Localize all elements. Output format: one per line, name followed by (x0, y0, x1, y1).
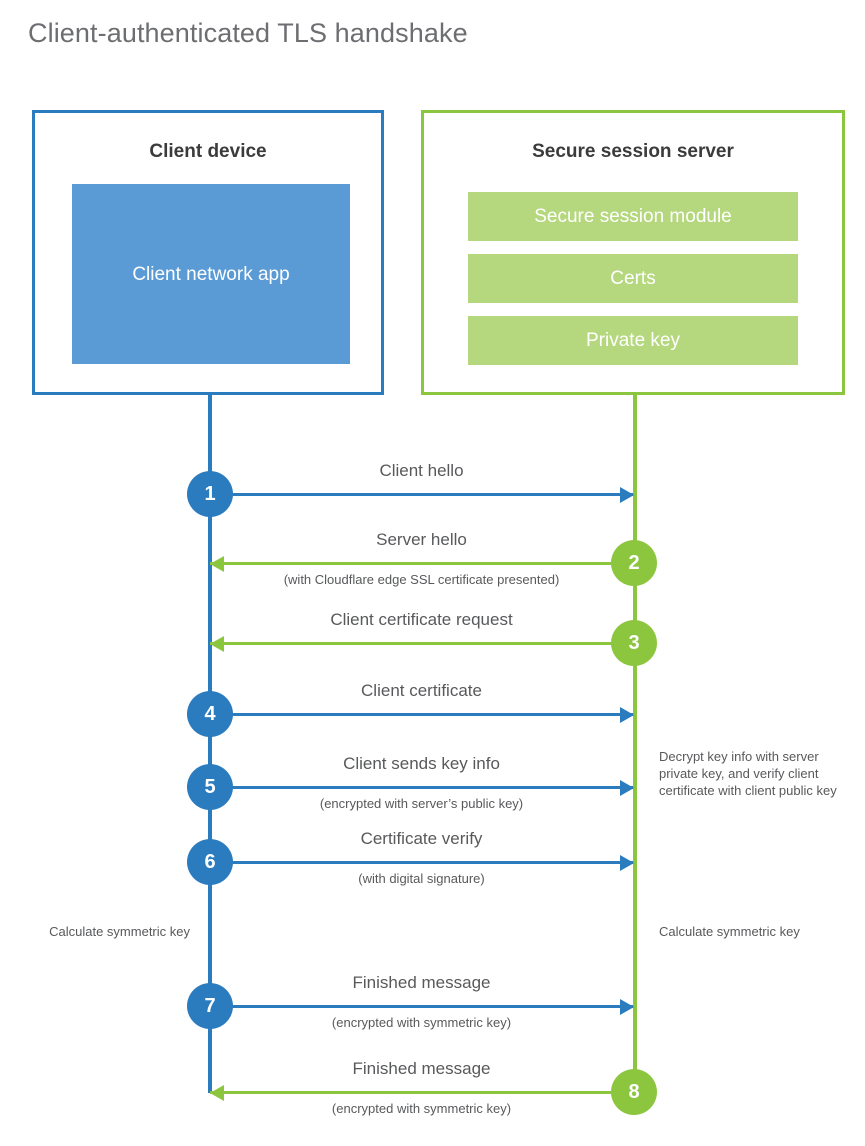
message-line-7 (210, 1005, 633, 1008)
message-sub-6: (with digital signature) (358, 871, 485, 886)
message-line-2 (210, 562, 633, 565)
message-label-8: Finished message (352, 1059, 491, 1078)
message-sub-8: (encrypted with symmetric key) (331, 1101, 512, 1116)
page-title: Client-authenticated TLS handshake (28, 18, 468, 48)
server-block-secure-session-module: Secure session module (468, 192, 798, 241)
client-network-app-block: Client network app (72, 184, 350, 364)
message-label-6: Certificate verify (360, 829, 483, 848)
step-number-6: 6 (187, 839, 233, 885)
message-sub-2: (with Cloudflare edge SSL certificate pr… (283, 572, 560, 587)
arrow-right-icon (620, 487, 634, 503)
message-label-7: Finished message (352, 973, 491, 992)
step-number-4: 4 (187, 691, 233, 737)
server-calculate-symmetric-key-annotation: Calculate symmetric key (659, 924, 800, 939)
message-sub-7: (encrypted with symmetric key) (331, 1015, 512, 1030)
server-decrypt-annotation: Decrypt key info with server private key… (659, 749, 837, 798)
server-block-private-key: Private key (468, 316, 798, 365)
arrow-left-icon (210, 556, 224, 572)
arrow-left-icon (210, 636, 224, 652)
arrow-right-icon (620, 855, 634, 871)
arrow-right-icon (620, 780, 634, 796)
message-line-8 (210, 1091, 633, 1094)
client-device-title: Client device (149, 141, 267, 162)
message-label-3: Client certificate request (330, 610, 513, 629)
message-line-6 (210, 861, 633, 864)
message-sub-5: (encrypted with server’s public key) (319, 796, 524, 811)
message-line-3 (210, 642, 633, 645)
step-number-5: 5 (187, 764, 233, 810)
message-label-5: Client sends key info (343, 754, 500, 773)
step-number-1: 1 (187, 471, 233, 517)
arrow-right-icon (620, 707, 634, 723)
message-label-2: Server hello (376, 530, 467, 549)
client-lifeline (208, 393, 212, 1093)
message-label-4: Client certificate (361, 681, 482, 700)
arrow-left-icon (210, 1085, 224, 1101)
arrow-right-icon (620, 999, 634, 1015)
message-line-5 (210, 786, 633, 789)
message-line-1 (210, 493, 633, 496)
client-device-box: Client device Client network app (32, 110, 384, 395)
message-label-1: Client hello (379, 461, 464, 480)
message-line-4 (210, 713, 633, 716)
secure-session-server-box: Secure session server Secure session mod… (421, 110, 845, 395)
step-number-2: 2 (611, 540, 657, 586)
server-block-certs: Certs (468, 254, 798, 303)
step-number-7: 7 (187, 983, 233, 1029)
step-number-8: 8 (611, 1069, 657, 1115)
server-lifeline (633, 393, 637, 1093)
client-calculate-symmetric-key-annotation: Calculate symmetric key (49, 924, 190, 939)
secure-session-server-title: Secure session server (532, 141, 734, 162)
step-number-3: 3 (611, 620, 657, 666)
